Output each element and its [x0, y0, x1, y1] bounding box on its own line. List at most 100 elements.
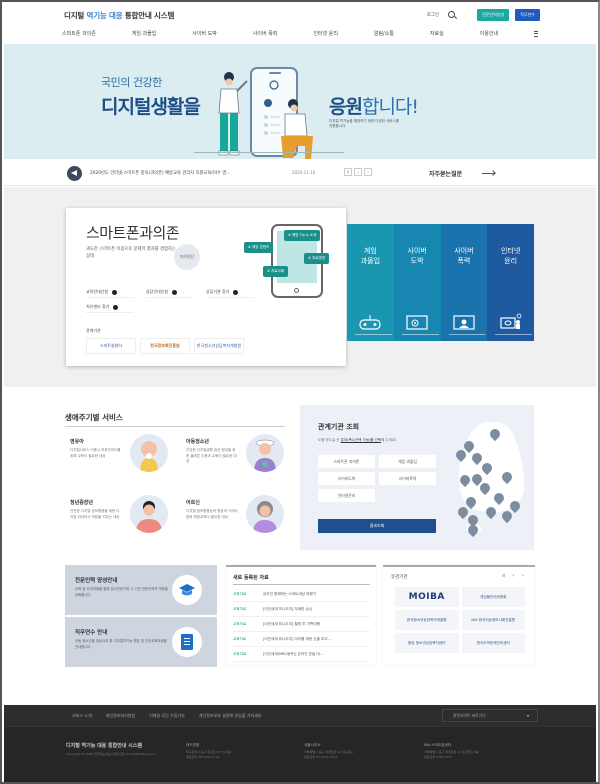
footer-link[interactable]: 개인정보보호 설정에 관심을 가지세요: [198, 713, 262, 718]
carousel-controls[interactable]: ॥ ‹ ›: [501, 573, 527, 579]
tag-bubble[interactable]: # 예방 콘텐츠: [244, 242, 274, 253]
logo-youth-center[interactable]: 중앙 청소년상담복지센터: [395, 633, 459, 653]
card-title: 전문인력 양성안내: [75, 578, 118, 584]
tag-bubble[interactable]: # 치료방법: [304, 253, 329, 264]
logo-nia[interactable]: NIA 한국지능정보사회진흥원: [461, 610, 525, 630]
col-head: 대구본원: [186, 743, 200, 747]
footer-link[interactable]: 이메일 무단 수집거부: [149, 713, 185, 718]
logo-kyci[interactable]: 한국청소년상담복지개발원: [395, 610, 459, 630]
lifecycle-adult[interactable]: 청년중장년 건전한 디지털 정보활용을 위한 디지털 리터러시 역량을 키우는 …: [70, 495, 180, 559]
lifecycle-youth[interactable]: 아동청소년 건강한 디지털생활 습관 형성을 위한 올바른 이용과 교육이 필요…: [186, 434, 296, 498]
self-diagnosis-button[interactable]: 자가진단: [174, 244, 200, 270]
tile-label: 과몰입: [360, 257, 381, 265]
logo-kyci[interactable]: 한국청소년상담복지개발원: [194, 338, 244, 354]
logo-nia[interactable]: 한국정보화진흥원: [140, 338, 190, 354]
job-training-button[interactable]: 직무연수: [515, 9, 540, 21]
filter-gambling[interactable]: 사이버도박: [318, 472, 375, 485]
notice-title[interactable]: 2020년도 인터넷·스마트폰 중독(과의존) 예방교육 관리자 직원교육(비수…: [90, 171, 231, 176]
nav-item-gambling[interactable]: 사이버 도박: [192, 31, 217, 37]
tile-violence[interactable]: 사이버 폭력: [440, 224, 488, 341]
divider: [65, 426, 285, 427]
tile-game[interactable]: 게임 과몰입: [347, 224, 394, 341]
footer-link[interactable]: 개인정보처리방침: [105, 713, 136, 718]
nav-item-notice[interactable]: 알림/소통: [373, 31, 394, 37]
nav-item-guide[interactable]: 이용안내: [479, 31, 499, 37]
logo-kcgp[interactable]: 한국도박문제관리센터: [461, 633, 525, 653]
expert-training-button[interactable]: 전문인력양성: [477, 9, 510, 21]
search-icon[interactable]: [447, 10, 457, 20]
arrow-right-icon[interactable]: [482, 173, 495, 174]
list-item[interactable]: 교육자료[이인세계 미니도치] 월컴 투 가족여행: [233, 617, 370, 632]
list-item[interactable]: 교육자료[이인세계 미니도치] 아이를 위한 눈을 보고...: [233, 632, 370, 647]
prev-button[interactable]: ‹: [354, 168, 362, 176]
divider: [233, 584, 370, 585]
logo-smart-rest[interactable]: 스마트쉼센터: [86, 338, 136, 354]
item-category: 교육자료: [233, 651, 247, 656]
item-title: [이인세계 미니도치] 월컴 투 가족여행: [263, 621, 320, 626]
notice-bar: 2020년도 인터넷·스마트폰 중독(과의존) 예방교육 관리자 직원교육(비수…: [4, 160, 596, 186]
lifecycle-senior[interactable]: 어르신 디지털 정보활용능력 향상과 사이버범죄 예방교육이 필요한 대상: [186, 495, 296, 559]
logo-grac[interactable]: 게임물관리위원회: [461, 587, 525, 607]
logo-accent: 역기능 대응: [86, 11, 123, 20]
nav-item-violence[interactable]: 사이버 폭력: [252, 31, 278, 37]
related-sites-select[interactable]: 관련사이트 바로가기: [442, 709, 538, 722]
list-item[interactable]: 교육자료[이인세계 미니도치] 무례한 손님: [233, 602, 370, 617]
footer-link[interactable]: 서비스 소개: [72, 713, 92, 718]
item-title: 영유아: [70, 439, 84, 445]
footer-address-center: NIA 스마트쉼센터 서울특별시 중구 청계천로 14 무교빌딩 8층 대표전화…: [424, 743, 544, 760]
nav-item-ethics[interactable]: 인터넷 윤리: [313, 31, 338, 37]
login-link[interactable]: 로그인: [426, 13, 440, 18]
link-education[interactable]: 교육안내신청: [86, 289, 134, 298]
item-title: 청년중장년: [70, 500, 94, 506]
category-tiles: 게임 과몰입 사이버 도박 사이버 폭력 인터넷 윤리: [347, 224, 534, 341]
col-line: 대표전화 02-2131-0114: [304, 755, 338, 759]
nav-item-library[interactable]: 자료실: [429, 31, 444, 37]
job-training-card[interactable]: 직무연수 안내 아동 청소년을 대상으로 한 디지털역기능 예방 및 인권교육과…: [65, 617, 217, 667]
agency-desc: 도움 받으실 곳 분야(복수선택 가능)를 선택해 주세요!: [318, 438, 396, 443]
filter-ethics[interactable]: 인터넷윤리: [318, 489, 375, 502]
next-button[interactable]: ›: [364, 168, 372, 176]
list-item[interactable]: 교육자료[이인세계(MBC동락)] 온라인 흔들 대...: [233, 647, 370, 662]
logo-moiba[interactable]: MOIBA: [395, 587, 459, 607]
nav-item-game[interactable]: 게임 과몰입: [131, 31, 157, 37]
card-title: 스마트폰과의존: [86, 224, 180, 242]
main-nav: 스마트폰 과의존 게임 과몰입 사이버 도박 사이버 폭력 인터넷 윤리 알림/…: [60, 30, 540, 37]
search-results-button[interactable]: 결과조회: [318, 519, 436, 533]
tile-ethics[interactable]: 인터넷 윤리: [487, 224, 534, 341]
site-logo[interactable]: 디지털 역기능 대응 통합안내 시스템: [64, 10, 174, 21]
filter-game[interactable]: 게임 과몰입: [379, 455, 436, 468]
filter-violence[interactable]: 사이버폭력: [379, 472, 436, 485]
notice-date: 2020-11-16: [292, 170, 316, 175]
card-desc: 교육 및 자격과정을 통해 검사전문가와 그 기관 전문인력의 역량을 강화합니…: [75, 587, 168, 597]
link-find-agency[interactable]: 상담기관 찾기: [206, 289, 254, 298]
footer-address-daegu: 대구본원 대구광역시 동구 첨단로 53 (신서동) 대표전화 053-230-…: [186, 743, 306, 760]
tag-bubble[interactable]: # 예방 Tip & 소개: [284, 230, 321, 241]
item-desc: 건강한 디지털생활 습관 형성을 위한 올바른 이용과 교육이 필요한 대상: [186, 448, 237, 463]
item-title: [이인세계 미니도치] 아이를 위한 눈을 보고...: [263, 636, 332, 641]
copyright: Copyright © 2020 한국지능정보사회진흥원 All Rights …: [66, 752, 156, 756]
tag-bubble[interactable]: # 치료사례: [263, 266, 288, 277]
footer-nav: 서비스 소개 개인정보처리방침 이메일 무단 수집거부 개인정보보호 설정에 관…: [4, 705, 596, 727]
col-line: 대구광역시 동구 첨단로 53 (신서동): [186, 750, 232, 754]
tile-label: 도박: [410, 257, 424, 265]
filter-smartphone[interactable]: 스마트폰 과의존: [318, 455, 375, 468]
plus-icon: [233, 289, 239, 295]
lifecycle-infant[interactable]: 영유아 디지털서비스 이용시 보호자지도를 위해 교육이 필요한 대상: [70, 434, 180, 498]
pause-button[interactable]: ॥: [344, 168, 352, 176]
menu-icon[interactable]: [532, 30, 540, 37]
desc-post: 해 주세요!: [381, 438, 397, 442]
tile-label: 사이버: [407, 247, 427, 255]
link-find-center[interactable]: 치유센터 찾기: [86, 304, 134, 313]
faq-link[interactable]: 자주묻는질문: [429, 171, 463, 178]
item-title: 아동청소년: [186, 439, 210, 445]
tile-gambling[interactable]: 사이버 도박: [393, 224, 441, 341]
link-counsel[interactable]: 상담안내신청: [146, 289, 194, 298]
card-desc: 아동 청소년을 대상으로 한 디지털역기능 예방 및 인권교육과정을 안내합니다…: [75, 639, 167, 649]
panel-title: 새로 등록된 자료: [233, 575, 269, 581]
nav-item-smartphone[interactable]: 스마트폰 과의존: [62, 31, 96, 37]
col-line: 서울특별시 중구 청계천로 14 무교빌딩 8층: [424, 750, 479, 754]
expert-training-card[interactable]: 전문인력 양성안내 교육 및 자격과정을 통해 검사전문가와 그 기관 전문인력…: [65, 565, 217, 615]
item-desc: 건전한 디지털 정보활용을 위한 디지털 리터러시 역량을 키우는 대상: [70, 509, 120, 519]
